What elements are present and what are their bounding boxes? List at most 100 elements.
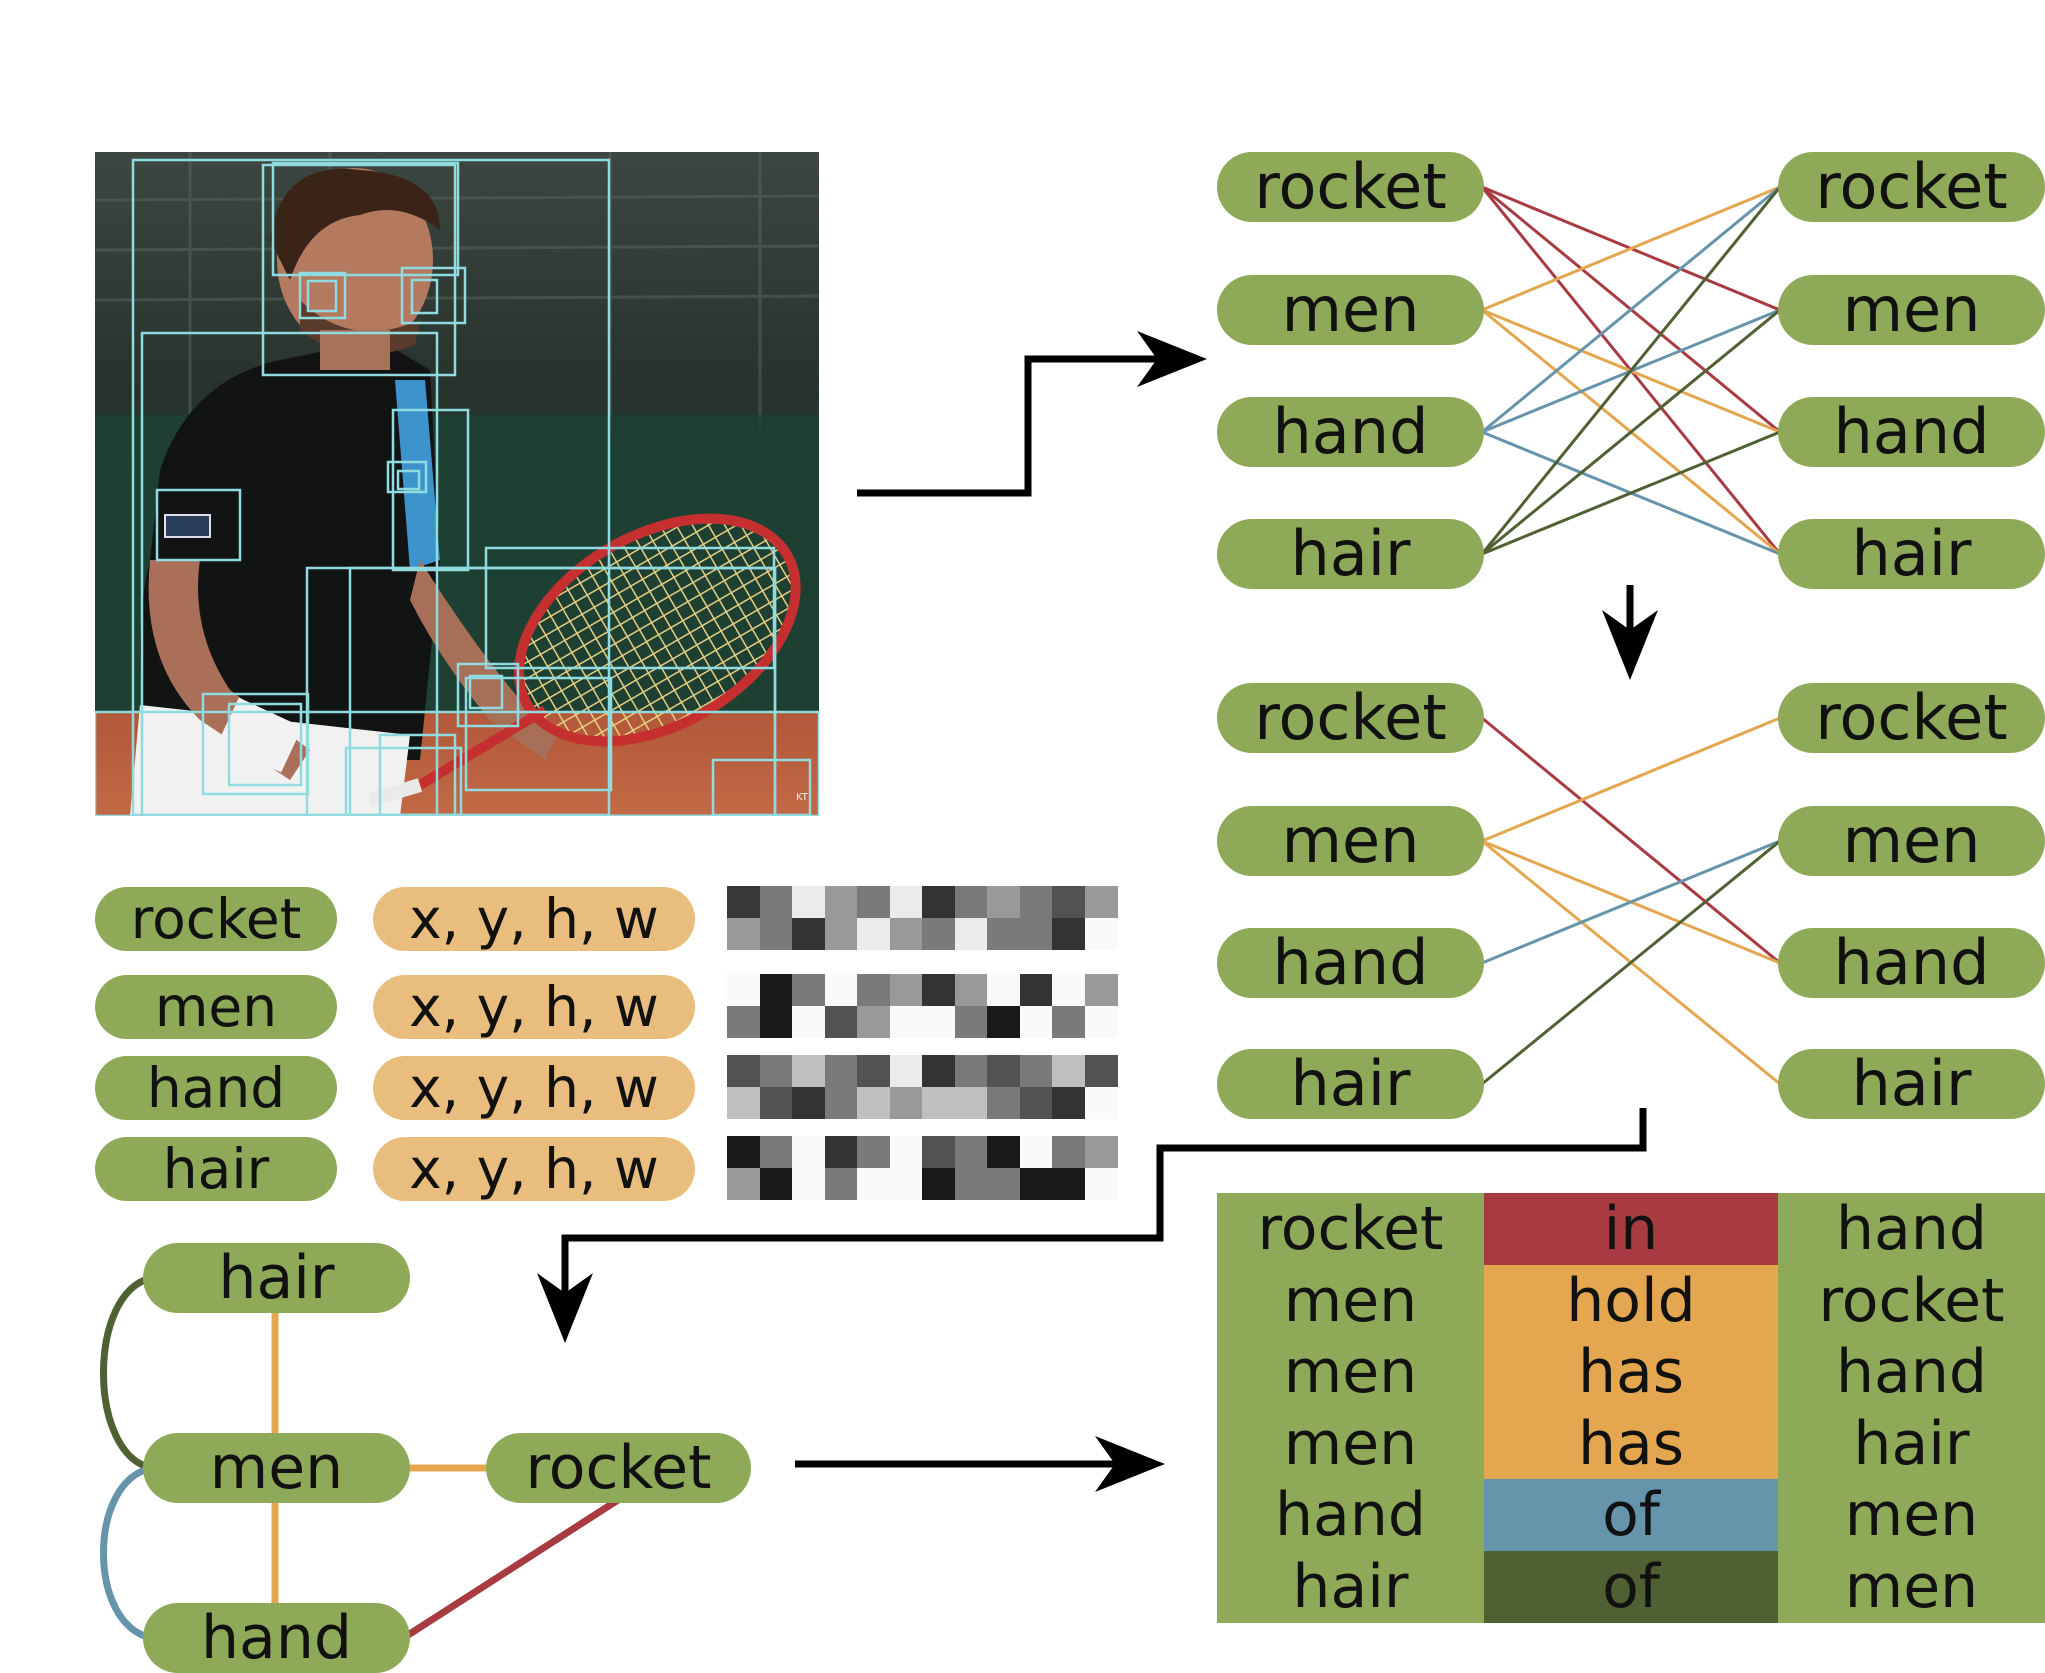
pruned_graph-right-node-rocket: rocket: [1778, 683, 2045, 753]
triplet-predicate: of: [1484, 1479, 1778, 1551]
scene-node-rocket: rocket: [486, 1433, 751, 1503]
feature-pixel: [792, 886, 825, 918]
feature-pixel: [727, 886, 760, 918]
feature-pixel: [922, 886, 955, 918]
arrow-head-pruned-to-scene: [537, 1273, 593, 1343]
feature-pixel: [922, 1136, 955, 1168]
arrow-head-photo-to-graph: [1137, 331, 1207, 387]
feature-pixel: [1052, 974, 1085, 1006]
full_graph-left-node-hair: hair: [1217, 519, 1484, 589]
triplet-object: men: [1778, 1550, 2045, 1623]
feature-pixel: [987, 1168, 1020, 1200]
triplet-subject: men: [1217, 1407, 1484, 1480]
pruned_graph-right-node-men-label: men: [1842, 804, 1981, 877]
feature-pixel: [759, 1168, 793, 1200]
pruned_graph-left-node-hair-label: hair: [1290, 1047, 1411, 1120]
feature-pixel: [987, 974, 1020, 1006]
pruned_graph-right-node-rocket-label: rocket: [1815, 681, 2008, 754]
feature-pixel: [824, 1136, 858, 1168]
feature-pixel: [857, 918, 890, 950]
feature-pixel: [759, 886, 793, 918]
full_graph-right-node-hand-label: hand: [1833, 395, 1990, 468]
pruned_graph-right-node-hair-label: hair: [1851, 1047, 1972, 1120]
pruned_graph-right-node-men: men: [1778, 806, 2045, 876]
feature-pixel: [824, 1055, 858, 1087]
feature-pixel: [922, 974, 955, 1006]
feature-pixel: [889, 974, 923, 1006]
feature-pixel: [1084, 1006, 1118, 1038]
feature-pixel: [1052, 1055, 1085, 1087]
feature-label-rocket: rocket: [95, 887, 337, 951]
feature-pixel: [1019, 918, 1053, 950]
scene-node-men: men: [143, 1433, 410, 1503]
full_graph-right-node-hair: hair: [1778, 519, 2045, 589]
triplet-subject: men: [1217, 1264, 1484, 1337]
arrow-head-graph-to-pruned: [1602, 610, 1658, 680]
pruned_graph-edge-hand-men: [1481, 839, 1781, 965]
feature-coords-hand-label: x, y, h, w: [409, 1055, 659, 1120]
triplet-object: hair: [1778, 1407, 2045, 1480]
feature-coords-rocket-label: x, y, h, w: [409, 886, 659, 951]
feature-pixel: [954, 974, 988, 1006]
feature-pixel: [889, 1055, 923, 1087]
full_graph-left-node-men: men: [1217, 275, 1484, 345]
full_graph-right-node-hand: hand: [1778, 397, 2045, 467]
pruned_graph-right-node-hand: hand: [1778, 928, 2045, 998]
full_graph-edge-men-rocket: [1481, 185, 1781, 312]
triplet-object: rocket: [1778, 1264, 2045, 1337]
feature-pixel: [954, 1055, 988, 1087]
feature-pixel: [1084, 974, 1118, 1006]
full_graph-edge-hair-men: [1481, 308, 1781, 556]
feature-pixel: [759, 1006, 793, 1038]
scene-node-hand: hand: [143, 1603, 410, 1673]
pruned_graph-edge-men-rocket: [1481, 716, 1781, 843]
scene-edge-curved-hair-men: [100, 1274, 154, 1472]
feature-pixel: [792, 1006, 825, 1038]
feature-pixel: [987, 1055, 1020, 1087]
pruned_graph-edge-hair-men: [1481, 839, 1781, 1086]
scene-edge-rocket-hand: [403, 1497, 620, 1640]
feature-pixel: [824, 918, 858, 950]
pruned_graph-left-node-rocket: rocket: [1217, 683, 1484, 753]
full_graph-right-node-rocket: rocket: [1778, 152, 2045, 222]
pruned_graph-right-node-hair: hair: [1778, 1049, 2045, 1119]
full_graph-left-node-men-label: men: [1281, 273, 1420, 346]
bounding-boxes: [95, 158, 819, 816]
pruned_graph-right-node-hand-label: hand: [1833, 926, 1990, 999]
feature-pixel: [922, 918, 955, 950]
feature-pixel: [759, 1087, 793, 1119]
feature-label-hair-label: hair: [162, 1136, 270, 1201]
feature-pixel: [1019, 1168, 1053, 1200]
feature-pixel: [889, 918, 923, 950]
feature-pixel: [759, 974, 793, 1006]
feature-pixel: [987, 1136, 1020, 1168]
scene-node-men-label: men: [209, 1433, 344, 1503]
feature-coords-hair: x, y, h, w: [373, 1137, 695, 1201]
feature-pixel: [857, 886, 890, 918]
feature-pixel: [1019, 974, 1053, 1006]
feature-pixel: [1019, 1087, 1053, 1119]
feature-pixel: [987, 1006, 1020, 1038]
scene-node-hair: hair: [143, 1243, 410, 1313]
full_graph-left-node-hand-label: hand: [1272, 395, 1429, 468]
feature-pixel: [954, 1006, 988, 1038]
watermark: KT: [796, 792, 809, 803]
feature-pixel: [857, 974, 890, 1006]
scene-node-hand-label: hand: [201, 1603, 352, 1673]
feature-pixel: [727, 1136, 760, 1168]
feature-pixel: [1019, 1055, 1053, 1087]
feature-coords-rocket: x, y, h, w: [373, 887, 695, 951]
feature-pixel: [922, 1006, 955, 1038]
feature-pixel: [727, 1006, 760, 1038]
pruned_graph-left-node-men: men: [1217, 806, 1484, 876]
pruned_graph-edge-rocket-hand: [1481, 716, 1781, 965]
triplet-predicate: has: [1484, 1336, 1778, 1408]
feature-pixel: [824, 1006, 858, 1038]
feature-pixel: [792, 918, 825, 950]
full_graph-right-node-men: men: [1778, 275, 2045, 345]
feature-pixel: [727, 918, 760, 950]
triplet-predicate: in: [1484, 1193, 1778, 1265]
full_graph-left-node-hair-label: hair: [1290, 517, 1411, 590]
feature-coords-men: x, y, h, w: [373, 975, 695, 1039]
triplet-predicate: hold: [1484, 1264, 1778, 1337]
